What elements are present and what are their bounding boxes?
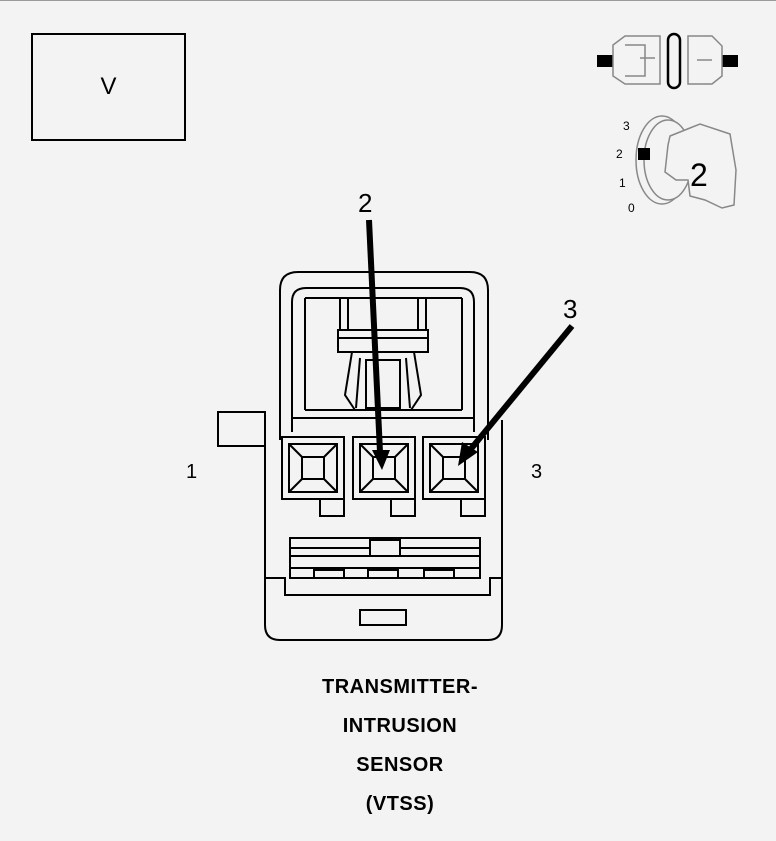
callout-arrow-2: [366, 219, 390, 470]
caption-line-4: (VTSS): [365, 793, 435, 815]
mode-letter: V: [100, 73, 117, 100]
cavity-label-right: 3: [531, 461, 542, 483]
terminal-cavity-3: [422, 436, 486, 517]
cavity-label-left: 1: [186, 461, 197, 483]
callout-label-3: 3: [563, 294, 577, 324]
ignition-position-3: 3: [623, 119, 630, 133]
terminal-cavity-2: [352, 436, 416, 517]
ignition-position-1: 1: [619, 176, 626, 190]
ignition-position-0: 0: [628, 201, 635, 215]
caption-line-1: TRANSMITTER-: [322, 676, 478, 698]
ignition-position-2: 2: [616, 147, 623, 161]
ignition-key-number: 2: [690, 157, 708, 193]
caption-line-2: INTRUSION: [342, 715, 458, 737]
connector-plug-icon: [597, 32, 738, 90]
top-border: [0, 0, 776, 1]
ignition-key-icon: 3 2 1 0 2: [616, 115, 737, 215]
callout-arrow-3: [458, 324, 575, 466]
caption-line-3: SENSOR: [356, 754, 444, 776]
terminal-cavity-1: [281, 436, 345, 517]
connector-caption: TRANSMITTER- INTRUSION SENSOR (VTSS): [270, 668, 530, 824]
callout-label-2: 2: [358, 188, 372, 218]
connector-body: [217, 271, 503, 641]
mode-indicator-box: V: [31, 33, 186, 141]
connector-lock-rails: [265, 537, 502, 626]
